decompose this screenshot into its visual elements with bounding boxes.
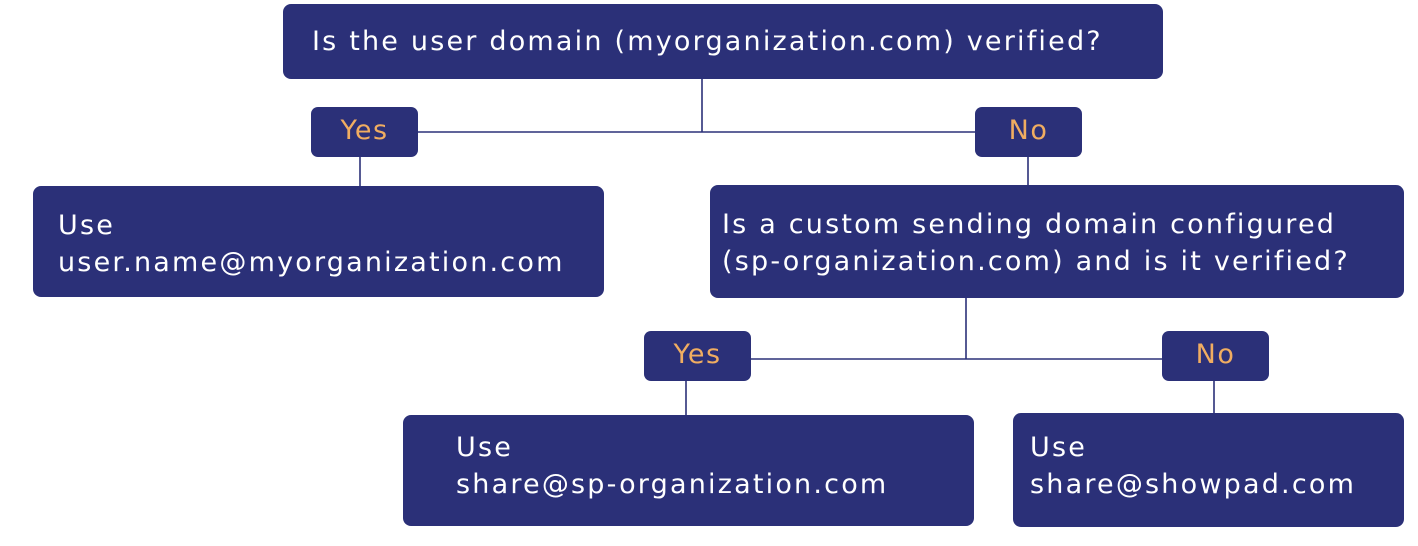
result-use-custom-domain-address: Use share@sp-organization.com <box>403 415 974 526</box>
result-line: Use <box>1030 432 1088 463</box>
connector-group <box>359 79 1215 415</box>
branch-label-text: Yes <box>340 115 389 146</box>
branch-label-yes: Yes <box>311 107 418 157</box>
branch-label-text: No <box>1195 339 1236 370</box>
branch-label-yes: Yes <box>644 331 751 381</box>
question-user-domain-verified: Is the user domain (myorganization.com) … <box>283 4 1163 79</box>
result-line: Use <box>456 432 514 463</box>
question-line: (sp-organization.com) and is it verified… <box>722 246 1350 277</box>
branch-label-no: No <box>975 107 1082 157</box>
result-line: share@showpad.com <box>1030 469 1357 500</box>
result-line: Use <box>58 210 116 241</box>
branch-label-text: Yes <box>673 339 722 370</box>
branch-label-text: No <box>1008 115 1049 146</box>
result-line: user.name@myorganization.com <box>58 247 565 278</box>
question-line: Is a custom sending domain configured <box>722 209 1337 240</box>
question-line: Is the user domain (myorganization.com) … <box>312 26 1103 57</box>
question-custom-sending-domain: Is a custom sending domain configured (s… <box>710 185 1404 298</box>
result-use-user-address: Use user.name@myorganization.com <box>33 186 604 297</box>
branch-label-no: No <box>1162 331 1269 381</box>
result-line: share@sp-organization.com <box>456 469 889 500</box>
result-use-showpad-address: Use share@showpad.com <box>1013 413 1404 527</box>
